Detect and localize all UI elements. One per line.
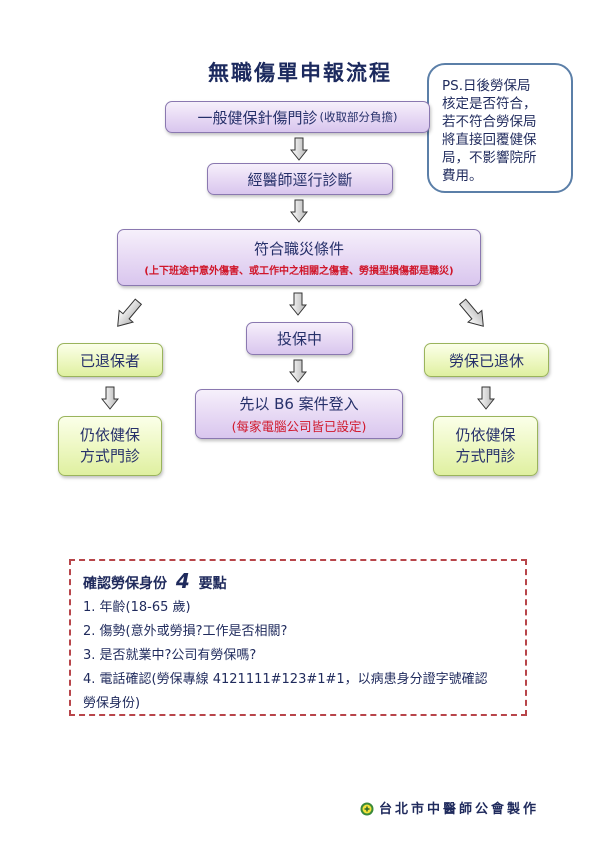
arrow-down-icon — [477, 386, 495, 410]
checklist-item: 4. 電話確認(勞保專線 4121111#123#1#1，以病患身分證字號確認 — [83, 672, 488, 687]
arrow-down-icon — [289, 292, 307, 316]
checklist-heading-prefix: 確認勞保身份 — [83, 576, 167, 592]
checklist-item: 1. 年齡(18-65 歲) — [83, 600, 191, 615]
note-line: 局，不影響院所 — [442, 150, 537, 166]
arrow-down-left-icon — [112, 297, 144, 331]
step-diagnosis-label: 經醫師逕行診斷 — [247, 170, 353, 189]
step-criteria-label: 符合職災條件 — [253, 240, 344, 258]
branch-labor-retired: 勞保已退休 — [424, 343, 549, 377]
checklist-item: 2. 傷勢(意外或勞損?工作是否相關? — [83, 624, 288, 639]
result-left-line1: 仍依健保 — [79, 426, 140, 444]
footer: 台北市中醫師公會製作 — [360, 798, 539, 817]
page-title: 無職傷單申報流程 — [208, 61, 392, 85]
note-box: PS.日後勞保局 核定是否符合， 若不符合勞保局 將直接回覆健保 局，不影響院所… — [427, 63, 573, 193]
note-line: 若不符合勞保局 — [442, 114, 537, 130]
arrow-down-icon — [290, 137, 308, 161]
note-line: PS.日後勞保局 — [442, 78, 531, 94]
footer-org: 台北市中醫師公會製作 — [379, 802, 540, 817]
checklist-heading: 確認勞保身份 4 要點 — [83, 569, 525, 596]
checklist-heading-suffix: 要點 — [198, 576, 227, 592]
branch-withdrawn-label: 已退保者 — [79, 351, 140, 370]
note-line: 費用。 — [442, 168, 483, 184]
result-nhi-visit-left: 仍依健保 方式門診 — [58, 416, 162, 476]
step-criteria-sub: (上下班途中意外傷害、或工作中之相關之傷害、勞損型損傷都是職災) — [144, 266, 454, 277]
step-diagnosis: 經醫師逕行診斷 — [207, 163, 393, 195]
note-line: 將直接回覆健保 — [442, 132, 537, 148]
association-logo-icon — [360, 801, 374, 815]
checklist-item: 勞保身份) — [83, 696, 141, 711]
arrow-down-right-icon — [457, 297, 489, 331]
branch-insurance-withdrawn: 已退保者 — [57, 343, 163, 377]
result-nhi-visit-right: 仍依健保 方式門診 — [433, 416, 538, 476]
step-general-visit: 一般健保針傷門診 (收取部分負擔) — [165, 101, 430, 133]
branch-retired-label: 勞保已退休 — [448, 351, 524, 370]
checklist-heading-num: 4 — [175, 569, 190, 593]
step-occupational-criteria: 符合職災條件 (上下班途中意外傷害、或工作中之相關之傷害、勞損型損傷都是職災) — [117, 229, 481, 286]
step-general-visit-label: 一般健保針傷門診 — [197, 108, 318, 127]
note-line: 核定是否符合， — [442, 96, 537, 112]
arrow-down-icon — [101, 386, 119, 410]
result-b6-label: 先以 B6 案件登入 — [239, 395, 359, 413]
checklist-item: 3. 是否就業中?公司有勞保嗎? — [83, 648, 257, 663]
result-b6-sub: (每家電腦公司皆已設定) — [231, 419, 367, 434]
branch-insured: 投保中 — [246, 322, 353, 355]
result-b6-case: 先以 B6 案件登入 (每家電腦公司皆已設定) — [195, 389, 403, 439]
checklist-box: 確認勞保身份 4 要點 1. 年齡(18-65 歲) 2. 傷勢(意外或勞損?工… — [69, 559, 527, 716]
arrow-down-icon — [289, 359, 307, 383]
result-right-line1: 仍依健保 — [455, 426, 516, 444]
arrow-down-icon — [290, 199, 308, 223]
result-right-line2: 方式門診 — [455, 447, 516, 465]
branch-insured-label: 投保中 — [276, 330, 322, 348]
result-left-line2: 方式門診 — [79, 447, 140, 465]
step-general-visit-sub: (收取部分負擔) — [319, 110, 398, 124]
